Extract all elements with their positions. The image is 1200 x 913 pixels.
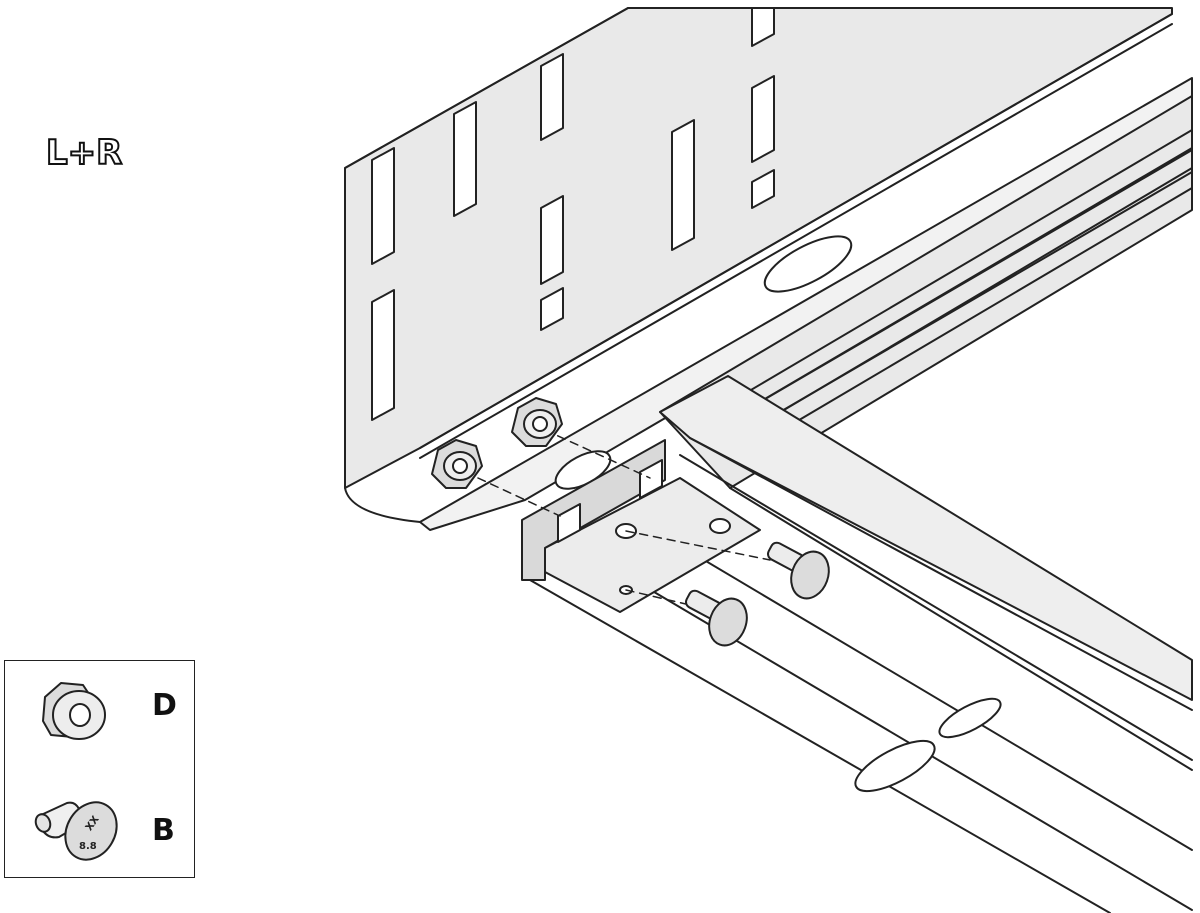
assembly-guides [477, 429, 771, 606]
flange-nut-icon [42, 682, 106, 740]
long-rail [659, 95, 1193, 489]
bolt-icon: XX 8.8 [34, 801, 118, 861]
flange-nut-d [431, 439, 483, 489]
sides-label: L+R [45, 132, 123, 172]
sides-label-text: L+R [46, 133, 122, 172]
front-rail [529, 375, 1193, 913]
nut-letter: D [152, 688, 177, 723]
parts-legend: D XX 8.8 B [4, 660, 195, 878]
bolt-b [684, 589, 748, 647]
corner-bracket [521, 439, 761, 613]
bolt-b [766, 541, 830, 600]
panel-slots [371, 7, 775, 421]
flange-nut-d [511, 397, 563, 447]
bolt-letter: B [152, 813, 175, 848]
bolt-marking-bottom: 8.8 [79, 841, 97, 852]
